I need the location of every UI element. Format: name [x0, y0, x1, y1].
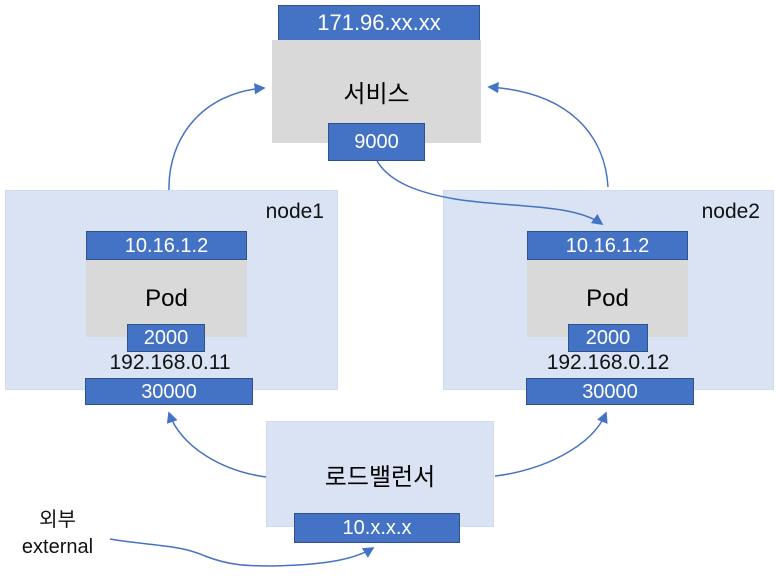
node2-pod-port-text: 2000 [585, 327, 631, 349]
arrow-node1-to-service [168, 83, 266, 191]
node2-pod-label: Pod [586, 284, 629, 312]
load-balancer-label: 로드밸런서 [324, 463, 436, 491]
node2-pod-box: Pod [527, 260, 688, 337]
external-label-en: external [21, 536, 94, 558]
arrow-loadbalancer-to-node1-port [166, 411, 267, 478]
external-label: 외부 external [5, 507, 110, 561]
node2-pod-ip-text: 10.16.1.2 [565, 234, 650, 257]
node2-node-port-bar: 30000 [526, 378, 694, 405]
node2-pod-ip-bar: 10.16.1.2 [527, 231, 688, 260]
service-port-text: 9000 [354, 131, 399, 153]
arrow-node2-to-service [487, 81, 609, 188]
arrow-loadbalancer-to-node2-port [494, 411, 608, 477]
node2-node-port-text: 30000 [582, 380, 638, 403]
arrow-external-to-loadbalancer-ip [109, 538, 375, 567]
service-cluster-ip-bar: 171.96.xx.xx [278, 5, 480, 41]
node1-node-port-text: 30000 [141, 380, 197, 403]
node2-host-ip: 192.168.0.12 [546, 351, 670, 374]
service-label: 서비스 [343, 81, 410, 108]
load-balancer-box: 로드밸런서 [266, 421, 494, 527]
node1-pod-ip-bar: 10.16.1.2 [86, 231, 247, 260]
node2-pod-port-bar: 2000 [568, 324, 648, 352]
node1-box: node1 [5, 190, 338, 390]
service-port-bar: 9000 [328, 123, 425, 161]
load-balancer-ip-bar: 10.x.x.x [294, 513, 460, 543]
node1-label: node1 [265, 200, 324, 223]
node1-pod-port-bar: 2000 [127, 324, 205, 352]
node1-node-port-bar: 30000 [85, 378, 253, 405]
load-balancer-ip-text: 10.x.x.x [342, 517, 412, 539]
node1-pod-ip-text: 10.16.1.2 [124, 234, 209, 257]
node1-host-ip: 192.168.0.11 [109, 351, 231, 374]
node2-label: node2 [701, 200, 760, 223]
node1-pod-port-text: 2000 [143, 327, 189, 349]
node1-pod-label: Pod [145, 284, 188, 312]
service-cluster-ip-text: 171.96.xx.xx [317, 10, 441, 35]
external-label-ko: 외부 [39, 509, 76, 531]
